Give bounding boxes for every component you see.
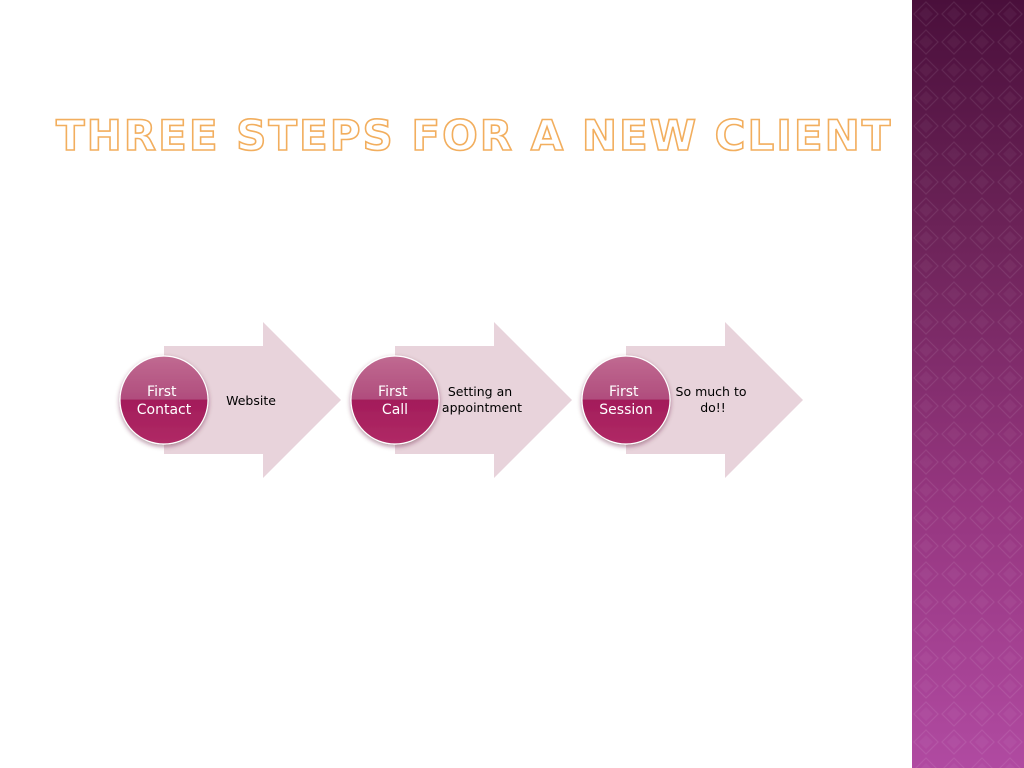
diamond-pattern (912, 0, 1024, 768)
step-2-circle-line-1: First (378, 384, 408, 400)
step-2-circle (350, 355, 440, 445)
step-3-arrow-line-1: So much to (676, 384, 747, 399)
step-1-arrow-label: Website (226, 393, 276, 408)
step-3-arrow-label: So much to do!! (676, 384, 751, 415)
slide-title: THREE STEPS FOR A NEW CLIENT (55, 110, 893, 161)
step-3-arrow-line-2: do!! (700, 400, 726, 415)
step-1-arrow (164, 322, 341, 478)
step-2-arrow-line-2: appointment (442, 400, 522, 415)
step-2-arrow (395, 322, 572, 478)
step-3-arrow (626, 322, 803, 478)
step-1-circle-line-1: First (147, 384, 177, 400)
step-2-arrow-line-1: Setting an (448, 384, 512, 399)
step-3-circle (581, 355, 671, 445)
step-1: First Contact Website (119, 322, 341, 478)
step-1-circle-line-2: Contact (137, 402, 192, 418)
step-3-circle-line-1: First (609, 384, 639, 400)
step-3-circle-label: First Session (599, 384, 652, 418)
step-3: First Session So much to do!! (581, 322, 803, 478)
step-1-circle (119, 355, 209, 445)
step-2-circle-label: First Call (378, 384, 412, 418)
step-2-arrow-label: Setting an appointment (442, 384, 522, 415)
step-2: First Call Setting an appointment (350, 322, 572, 478)
step-1-arrow-line-1: Website (226, 393, 276, 408)
step-2-circle-line-2: Call (382, 402, 408, 418)
step-1-circle-label: First Contact (137, 384, 192, 418)
decorative-side-band (912, 0, 1024, 768)
step-3-circle-line-2: Session (599, 402, 652, 418)
process-diagram: First Contact Website First Call Setting… (119, 322, 803, 478)
